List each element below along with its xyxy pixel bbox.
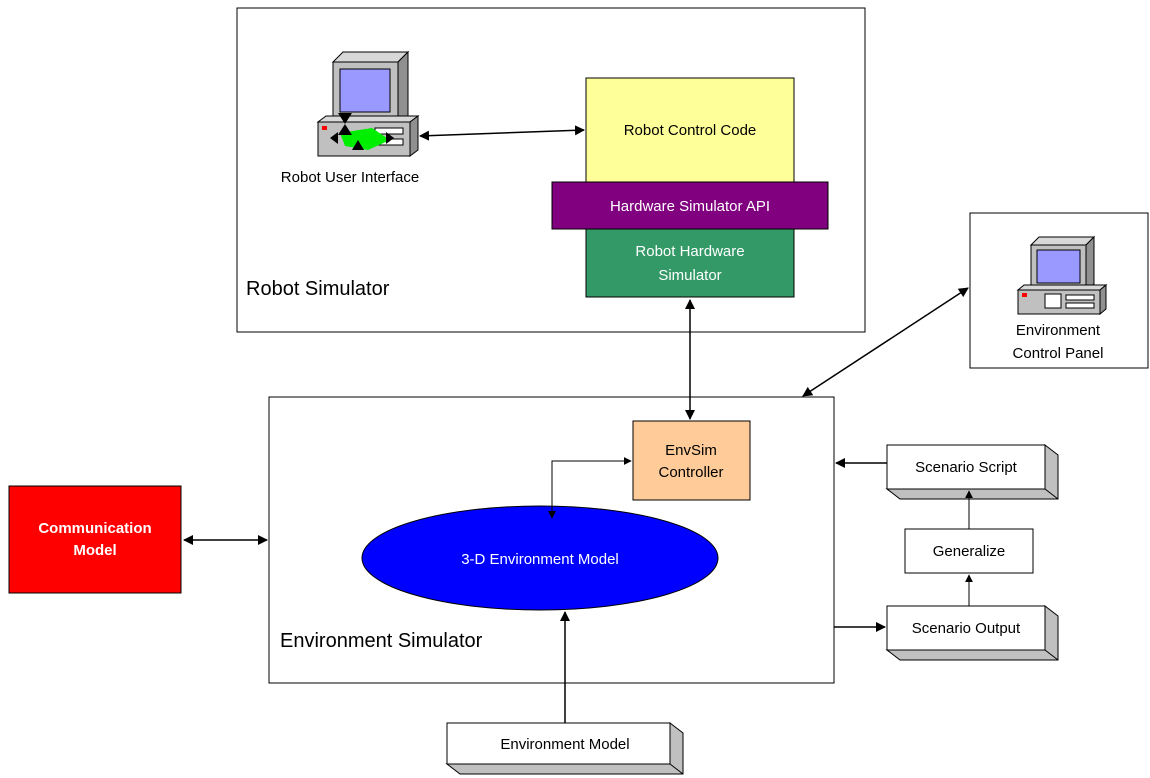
generalize-label: Generalize — [933, 543, 1006, 560]
robot-control-code-label: Robot Control Code — [624, 122, 757, 139]
robot-control-code-box — [585, 77, 795, 183]
environment-model-box: Environment Model — [445, 721, 684, 775]
robot-simulator-group: Robot Simulator Robot Control Code Hardw… — [236, 7, 866, 333]
scenario-output-label: Scenario Output — [912, 620, 1021, 637]
robot-hardware-simulator-label-1: Robot Hardware — [635, 243, 744, 260]
environment-model-label: Environment Model — [500, 736, 629, 753]
environment-model-3d-ellipse — [361, 505, 719, 611]
arrow-ui-control-code — [419, 125, 585, 141]
scenario-script-label: Scenario Script — [915, 459, 1018, 476]
environment-simulator-group: Environment Simulator EnvSim Controller … — [268, 396, 835, 684]
communication-model-box — [8, 485, 182, 594]
environment-model-3d-label: 3-D Environment Model — [461, 551, 619, 568]
scenario-script-box: Scenario Script — [885, 443, 1059, 500]
arrow-controller-model — [548, 457, 632, 519]
arrow-control-panel-env-sim — [802, 287, 969, 397]
environment-control-panel-computer-icon — [1016, 235, 1108, 316]
environment-control-panel-label-1: Environment — [1016, 322, 1101, 339]
envsim-controller-box — [632, 420, 751, 501]
environment-control-panel-group: Environment Control Panel — [969, 212, 1149, 369]
robot-hardware-simulator-box — [585, 228, 795, 298]
robot-hardware-simulator-label-2: Simulator — [658, 267, 721, 284]
environment-simulator-title: Environment Simulator — [280, 630, 483, 652]
envsim-controller-label-2: Controller — [658, 464, 723, 481]
connectors — [183, 125, 973, 723]
hardware-simulator-api-box — [551, 181, 829, 230]
robot-simulator-title: Robot Simulator — [246, 278, 390, 300]
communication-model-label-2: Model — [73, 542, 116, 559]
robot-ui-computer-icon — [316, 50, 420, 157]
hardware-simulator-api-label: Hardware Simulator API — [610, 198, 770, 215]
envsim-controller-label-1: EnvSim — [665, 442, 717, 459]
robot-user-interface-label: Robot User Interface — [281, 169, 419, 186]
communication-model-label-1: Communication — [38, 520, 151, 537]
environment-control-panel-label-2: Control Panel — [1013, 345, 1104, 362]
generalize-box — [904, 528, 1034, 574]
scenario-output-box: Scenario Output — [885, 604, 1059, 661]
